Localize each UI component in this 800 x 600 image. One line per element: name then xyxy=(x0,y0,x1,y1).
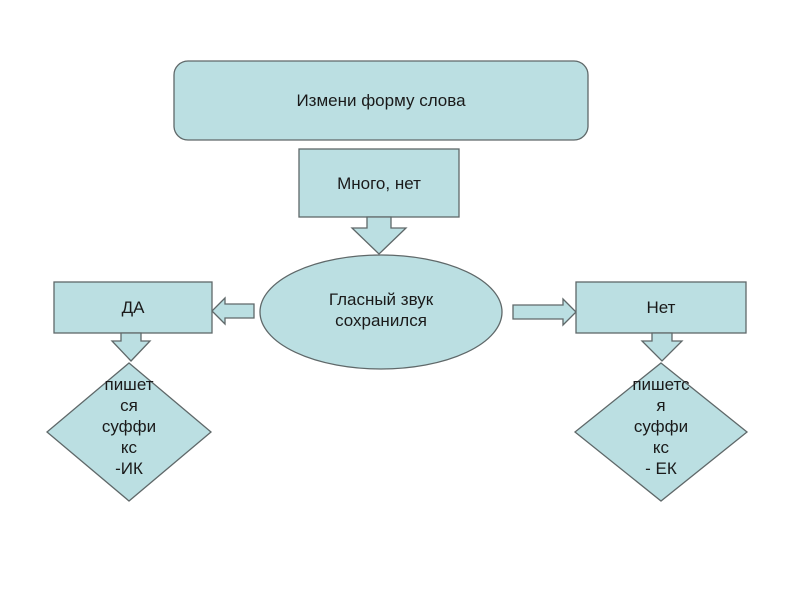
question-box-text: Много, нет xyxy=(337,173,421,193)
condition-line-2: сохранился xyxy=(335,311,427,330)
yes-box-label: ДА xyxy=(54,282,212,333)
arrow-left-to-yes xyxy=(211,296,255,326)
no-result-label: пишетс я суффи кс - ЕК xyxy=(611,374,711,479)
arrow-down-from-yes xyxy=(110,332,152,362)
no-box-shape xyxy=(575,281,747,334)
no-result-line: я xyxy=(656,396,666,415)
yes-result-label: пишет ся суффи кс -ИК xyxy=(79,374,179,479)
arrow-right-to-no xyxy=(512,297,577,327)
no-result-line: кс xyxy=(652,438,670,457)
condition-line-1: Гласный звук xyxy=(328,290,434,309)
yes-result-line: -ИК xyxy=(115,459,143,478)
yes-box-text: ДА xyxy=(121,298,145,317)
top-box-shape xyxy=(173,60,589,141)
no-result-diamond xyxy=(573,362,749,502)
question-box-label: Много, нет xyxy=(299,149,459,217)
condition-ellipse-label: Гласный звук сохранился xyxy=(260,285,502,335)
no-result-line: пишетс xyxy=(632,375,690,394)
arrow-down-from-no xyxy=(640,332,684,362)
top-box-label: Измени форму слова xyxy=(174,61,588,140)
yes-result-line: ся xyxy=(120,396,138,415)
arrow-down-to-ellipse xyxy=(350,216,408,255)
yes-box-shape xyxy=(53,281,213,334)
condition-ellipse-shape xyxy=(259,254,503,370)
no-result-line: - ЕК xyxy=(645,459,677,478)
yes-result-diamond xyxy=(45,362,213,502)
yes-result-line: суффи xyxy=(101,417,157,436)
question-box-shape xyxy=(298,148,460,218)
no-box-label: Нет xyxy=(576,282,746,333)
yes-result-line: пишет xyxy=(104,375,154,394)
no-box-text: Нет xyxy=(646,298,676,317)
top-box-text: Измени форму слова xyxy=(296,91,466,110)
no-result-line: суффи xyxy=(633,417,689,436)
yes-result-line: кс xyxy=(120,438,138,457)
